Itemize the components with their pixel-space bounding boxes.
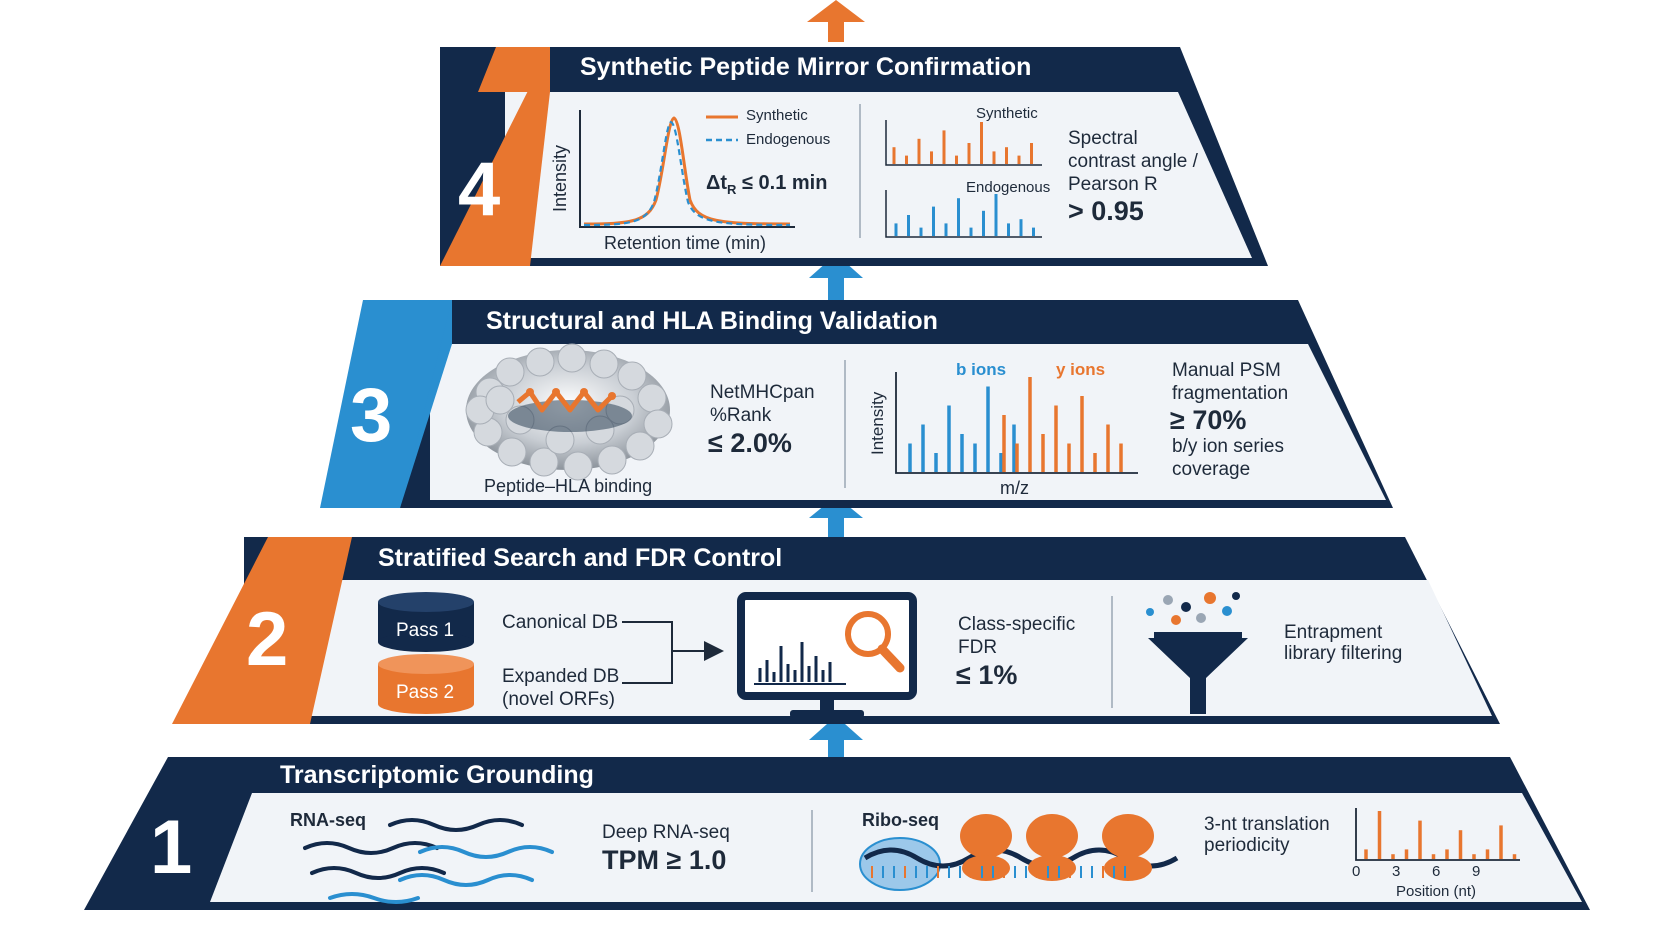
pass-2-label: Pass 2	[396, 682, 455, 703]
tpm-threshold: TPM ≥ 1.0	[602, 845, 727, 875]
fragmentation-peaks	[908, 377, 1123, 472]
hla-surface-bubble	[563, 451, 593, 481]
tier-1-title: Transcriptomic Grounding	[280, 761, 594, 789]
tier-1	[84, 757, 1590, 910]
tier-4	[440, 47, 1268, 266]
mirror-synthetic-axes	[885, 120, 1042, 166]
periodicity-axis-label: Position (nt)	[1396, 883, 1477, 900]
hla-surface-bubble	[625, 431, 655, 461]
tier-2-number: 2	[246, 597, 289, 682]
fragmentation-x-axis-label: m/z	[1000, 478, 1029, 498]
chromatogram-y-axis-label: Intensity	[550, 144, 570, 212]
fdr-line-2: FDR	[958, 637, 998, 658]
spectral-line-1: Spectral	[1068, 128, 1138, 149]
psm-line-4: coverage	[1172, 459, 1251, 480]
tier-4-panel	[505, 92, 1252, 258]
fragmentation-axes	[895, 372, 1138, 474]
hla-surface-bubble	[495, 357, 525, 387]
tier-3	[320, 300, 1393, 508]
tier-2-title: Stratified Search and FDR Control	[378, 544, 783, 572]
search-monitor-icon	[737, 592, 917, 718]
binding-caption: Peptide–HLA binding	[484, 476, 653, 496]
periodicity-label: 3-nt translation periodicity	[1204, 814, 1330, 857]
mirror-synthetic-label: Synthetic	[976, 105, 1038, 122]
spectral-line-3: Pearson R	[1068, 174, 1158, 195]
hla-surface-bubble	[643, 409, 673, 439]
tier-4-title: Synthetic Peptide Mirror Confirmation	[580, 53, 1032, 81]
magnifier-icon	[845, 611, 891, 657]
mirror-endogenous-axes	[885, 190, 1042, 238]
mirror-synthetic-peaks	[892, 122, 1033, 164]
ribo-seq-label: Ribo-seq	[862, 810, 940, 830]
arrow-top-icon	[807, 0, 865, 42]
tier-4-number-tab	[440, 47, 550, 266]
psm-line-2: fragmentation	[1172, 383, 1289, 404]
periodicity-tick-label: 3	[1392, 863, 1401, 880]
tier-3-number: 3	[350, 373, 393, 458]
psm-line-1: Manual PSM	[1172, 360, 1281, 381]
retention-delta: ΔtR ≤ 0.1 min	[706, 172, 828, 197]
hla-surface-bubble	[637, 383, 667, 413]
chromatogram-x-axis-label: Retention time (min)	[604, 233, 767, 253]
chromatogram-axes	[579, 110, 795, 228]
hla-surface-bubble	[529, 447, 559, 477]
chromatogram-endogenous-line	[583, 120, 791, 227]
netmhc-line-1: NetMHCpan	[710, 382, 815, 403]
rna-seq-label: RNA-seq	[290, 810, 367, 830]
periodicity-tick-label: 6	[1432, 863, 1441, 880]
hla-surface-bubble	[525, 347, 555, 377]
fdr-threshold: ≤ 1%	[956, 660, 1018, 690]
fdr-line-1: Class-specific	[958, 614, 1076, 635]
periodicity-tick-label: 0	[1352, 863, 1361, 880]
y-ions-label: y ions	[1056, 360, 1106, 379]
expanded-db-line-2: (novel ORFs)	[502, 689, 615, 710]
arrow-1-to-2-icon	[809, 716, 863, 760]
pass-1-database-icon	[378, 592, 474, 652]
hla-surface-bubble	[617, 361, 647, 391]
psm-threshold: ≥ 70%	[1170, 405, 1247, 435]
entrapment-label: Entrapment library filtering	[1284, 622, 1403, 665]
b-ions-label: b ions	[956, 360, 1007, 379]
hla-surface-bubble	[597, 445, 627, 475]
spectral-threshold: > 0.95	[1068, 196, 1144, 226]
tier-3-panel	[430, 344, 1386, 500]
periodicity-bars	[1364, 811, 1517, 859]
hla-surface-bubble	[589, 349, 619, 379]
canonical-db-label: Canonical DB	[502, 612, 619, 633]
tier-2-number-tab	[172, 537, 352, 724]
hla-surface-bubble	[497, 437, 527, 467]
rna-seq-waves-icon	[303, 818, 554, 904]
funnel-icon	[1146, 592, 1248, 714]
deep-rna-seq-label: Deep RNA-seq	[602, 822, 730, 843]
tier-1-number: 1	[150, 805, 193, 890]
periodicity-tick-label: 9	[1472, 863, 1481, 880]
mirror-endogenous-peaks	[894, 194, 1035, 236]
fragmentation-y-axis-label: Intensity	[868, 391, 887, 455]
pass-1-label: Pass 1	[396, 620, 455, 641]
netmhc-threshold: ≤ 2.0%	[708, 428, 792, 458]
tier-2	[172, 537, 1500, 724]
tier-3-title: Structural and HLA Binding Validation	[486, 307, 938, 335]
tier-4-number: 4	[458, 147, 501, 232]
periodicity-axes	[1355, 808, 1520, 861]
mirror-endogenous-label: Endogenous	[966, 179, 1051, 196]
ribosome-illustration	[859, 814, 1179, 891]
netmhc-line-2: %Rank	[710, 405, 772, 426]
spectral-line-2: contrast angle /	[1068, 151, 1198, 172]
legend-endogenous-label: Endogenous	[746, 131, 831, 148]
hla-surface-bubble	[557, 343, 587, 373]
expanded-db-line-1: Expanded DB	[502, 666, 620, 687]
psm-line-3: b/y ion series	[1172, 436, 1284, 457]
merge-bracket	[622, 621, 724, 684]
hla-complex-illustration	[465, 343, 673, 481]
pass-2-database-icon	[378, 654, 474, 714]
legend-synthetic-label: Synthetic	[746, 107, 808, 124]
hla-surface-bubble	[485, 385, 515, 415]
